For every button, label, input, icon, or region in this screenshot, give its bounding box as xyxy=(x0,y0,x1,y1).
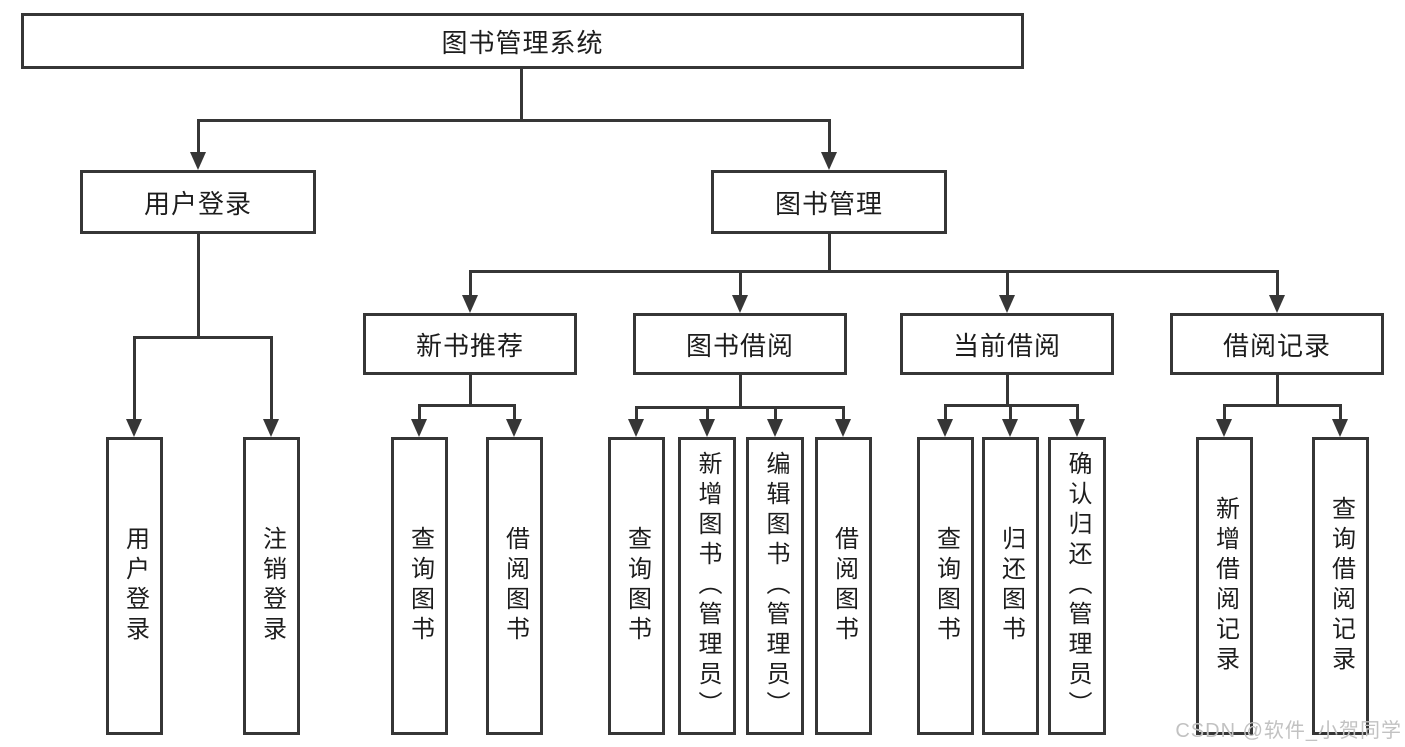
node-leaf-user-login-label: 用户登录 xyxy=(121,526,149,646)
connector-arrow-user-login xyxy=(196,119,200,155)
arrow-down-icon xyxy=(190,152,206,170)
connector-arrow-book-borrow xyxy=(738,270,742,298)
node-leaf-logout-label: 注销登录 xyxy=(258,526,286,646)
node-root: 图书管理系统 xyxy=(21,13,1024,69)
connector-arrow-bb-edit xyxy=(773,406,777,422)
connector-user-login-children xyxy=(133,336,273,339)
node-leaf-br-query-record-label: 查询借阅记录 xyxy=(1327,496,1355,676)
connector-arrow-cb-return xyxy=(1009,404,1012,422)
connector-br-children xyxy=(1223,404,1342,407)
connector-bb-children xyxy=(635,406,845,409)
arrow-down-icon xyxy=(628,419,644,437)
node-leaf-nbr-query-book-label: 查询图书 xyxy=(406,526,434,646)
arrow-down-icon xyxy=(1269,295,1285,313)
arrow-down-icon xyxy=(699,419,715,437)
connector-arrow-cb-confirm xyxy=(1075,404,1079,422)
arrow-down-icon xyxy=(1216,419,1232,437)
node-leaf-bb-add-book-label: 新增图书（管理员） xyxy=(694,451,721,721)
node-leaf-cb-return-book-label: 归还图书 xyxy=(997,526,1025,646)
csdn-watermark: CSDN @软件_小贺同学 xyxy=(1175,720,1402,742)
connector-arrow-cb-query xyxy=(944,404,947,422)
node-new-book-recommend: 新书推荐 xyxy=(363,313,577,375)
connector-arrow-bb-add xyxy=(705,406,709,422)
arrow-down-icon xyxy=(263,419,279,437)
connector-arrow-borrow-record xyxy=(1275,270,1279,298)
arrow-down-icon xyxy=(999,295,1015,313)
node-leaf-bb-add-book: 新增图书（管理员） xyxy=(678,437,736,735)
node-user-login: 用户登录 xyxy=(80,170,316,234)
connector-user-login-stem xyxy=(196,234,200,339)
node-leaf-cb-query-book-label: 查询图书 xyxy=(932,526,960,646)
node-current-borrow-label: 当前借阅 xyxy=(952,330,1061,361)
connector-arrow-user-login-leaf xyxy=(133,336,136,422)
node-current-borrow: 当前借阅 xyxy=(900,313,1114,375)
node-book-management-label: 图书管理 xyxy=(774,188,883,219)
node-leaf-bb-borrow-book-label: 借阅图书 xyxy=(830,526,858,646)
arrow-down-icon xyxy=(126,419,142,437)
arrow-down-icon xyxy=(767,419,783,437)
connector-arrow-bb-query xyxy=(635,406,638,422)
node-leaf-logout: 注销登录 xyxy=(243,437,300,735)
node-borrow-record: 借阅记录 xyxy=(1170,313,1384,375)
node-leaf-cb-return-book: 归还图书 xyxy=(982,437,1039,735)
connector-book-management-stem xyxy=(827,234,831,273)
node-leaf-bb-edit-book: 编辑图书（管理员） xyxy=(746,437,804,735)
arrow-down-icon xyxy=(1332,419,1348,437)
connector-br-stem xyxy=(1275,375,1279,407)
connector-root-stem xyxy=(520,69,523,121)
node-leaf-bb-query-book: 查询图书 xyxy=(608,437,665,735)
node-leaf-cb-confirm-return: 确认归还（管理员） xyxy=(1048,437,1106,735)
arrow-down-icon xyxy=(1002,419,1018,437)
node-book-borrow-label: 图书借阅 xyxy=(685,330,794,361)
node-leaf-bb-edit-book-label: 编辑图书（管理员） xyxy=(762,451,789,721)
connector-arrow-new-book-recommend xyxy=(468,270,472,298)
node-leaf-nbr-query-book: 查询图书 xyxy=(391,437,448,735)
node-leaf-br-add-record: 新增借阅记录 xyxy=(1196,437,1253,735)
node-new-book-recommend-label: 新书推荐 xyxy=(415,330,524,361)
connector-arrow-book-management xyxy=(827,119,831,155)
connector-bb-stem xyxy=(738,375,742,409)
connector-arrow-bb-borrow xyxy=(842,406,845,422)
connector-arrow-nbr-borrow xyxy=(513,404,516,422)
connector-arrow-br-add xyxy=(1223,404,1226,422)
node-root-label: 图书管理系统 xyxy=(441,27,604,58)
node-leaf-cb-query-book: 查询图书 xyxy=(917,437,974,735)
arrow-down-icon xyxy=(835,419,851,437)
connector-nbr-children xyxy=(418,404,516,407)
connector-cb-stem xyxy=(1005,375,1009,407)
node-book-management: 图书管理 xyxy=(711,170,947,234)
connector-arrow-br-query xyxy=(1339,404,1342,422)
arrow-down-icon xyxy=(937,419,953,437)
connector-level2 xyxy=(196,119,831,122)
node-user-login-label: 用户登录 xyxy=(143,188,252,219)
arrow-down-icon xyxy=(462,295,478,313)
node-leaf-user-login: 用户登录 xyxy=(106,437,163,735)
node-leaf-bb-query-book-label: 查询图书 xyxy=(623,526,651,646)
node-borrow-record-label: 借阅记录 xyxy=(1222,330,1331,361)
node-leaf-bb-borrow-book: 借阅图书 xyxy=(815,437,872,735)
connector-arrow-logout-leaf xyxy=(270,336,273,422)
node-leaf-br-add-record-label: 新增借阅记录 xyxy=(1211,496,1239,676)
node-book-borrow: 图书借阅 xyxy=(633,313,847,375)
node-leaf-br-query-record: 查询借阅记录 xyxy=(1312,437,1369,735)
arrow-down-icon xyxy=(1069,419,1085,437)
node-leaf-cb-confirm-return-label: 确认归还（管理员） xyxy=(1064,451,1091,721)
arrow-down-icon xyxy=(732,295,748,313)
connector-arrow-nbr-query xyxy=(418,404,421,422)
arrow-down-icon xyxy=(411,419,427,437)
arrow-down-icon xyxy=(506,419,522,437)
connector-nbr-stem xyxy=(468,375,472,407)
node-leaf-nbr-borrow-book-label: 借阅图书 xyxy=(501,526,529,646)
connector-level3 xyxy=(468,270,1279,273)
node-leaf-nbr-borrow-book: 借阅图书 xyxy=(486,437,543,735)
arrow-down-icon xyxy=(821,152,837,170)
connector-arrow-current-borrow xyxy=(1005,270,1009,298)
